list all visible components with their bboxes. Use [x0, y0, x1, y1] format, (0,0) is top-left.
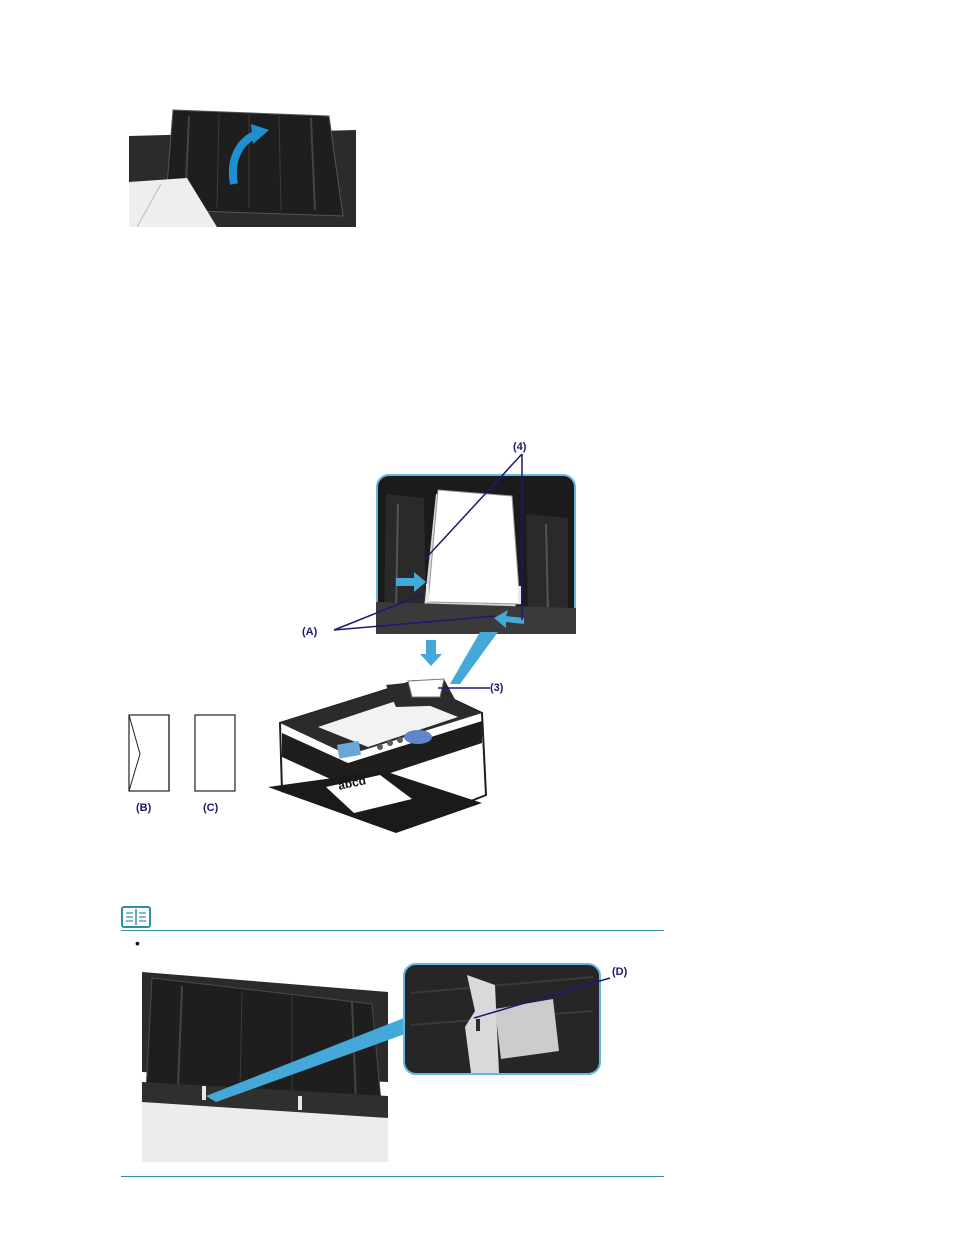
note-bottom-rule: [121, 1176, 664, 1177]
note-bullet: •: [135, 935, 140, 951]
envelope-c: [194, 714, 236, 792]
callout-line-d: [470, 974, 620, 1024]
note-top-rule: [121, 930, 664, 931]
callout-lines: [300, 440, 600, 640]
paper-support-photo: [129, 100, 356, 227]
label-d: (D): [612, 966, 627, 978]
callout-line-3: [436, 682, 496, 694]
label-b: (B): [136, 802, 151, 814]
label-4: (4): [513, 441, 526, 453]
note-book-icon: [121, 906, 151, 928]
label-a: (A): [302, 626, 317, 638]
label-3: (3): [490, 682, 503, 694]
zoom-connector: [200, 1018, 420, 1128]
envelope-b: [128, 714, 170, 792]
printer-illustration: [268, 675, 494, 835]
label-c: (C): [203, 802, 218, 814]
